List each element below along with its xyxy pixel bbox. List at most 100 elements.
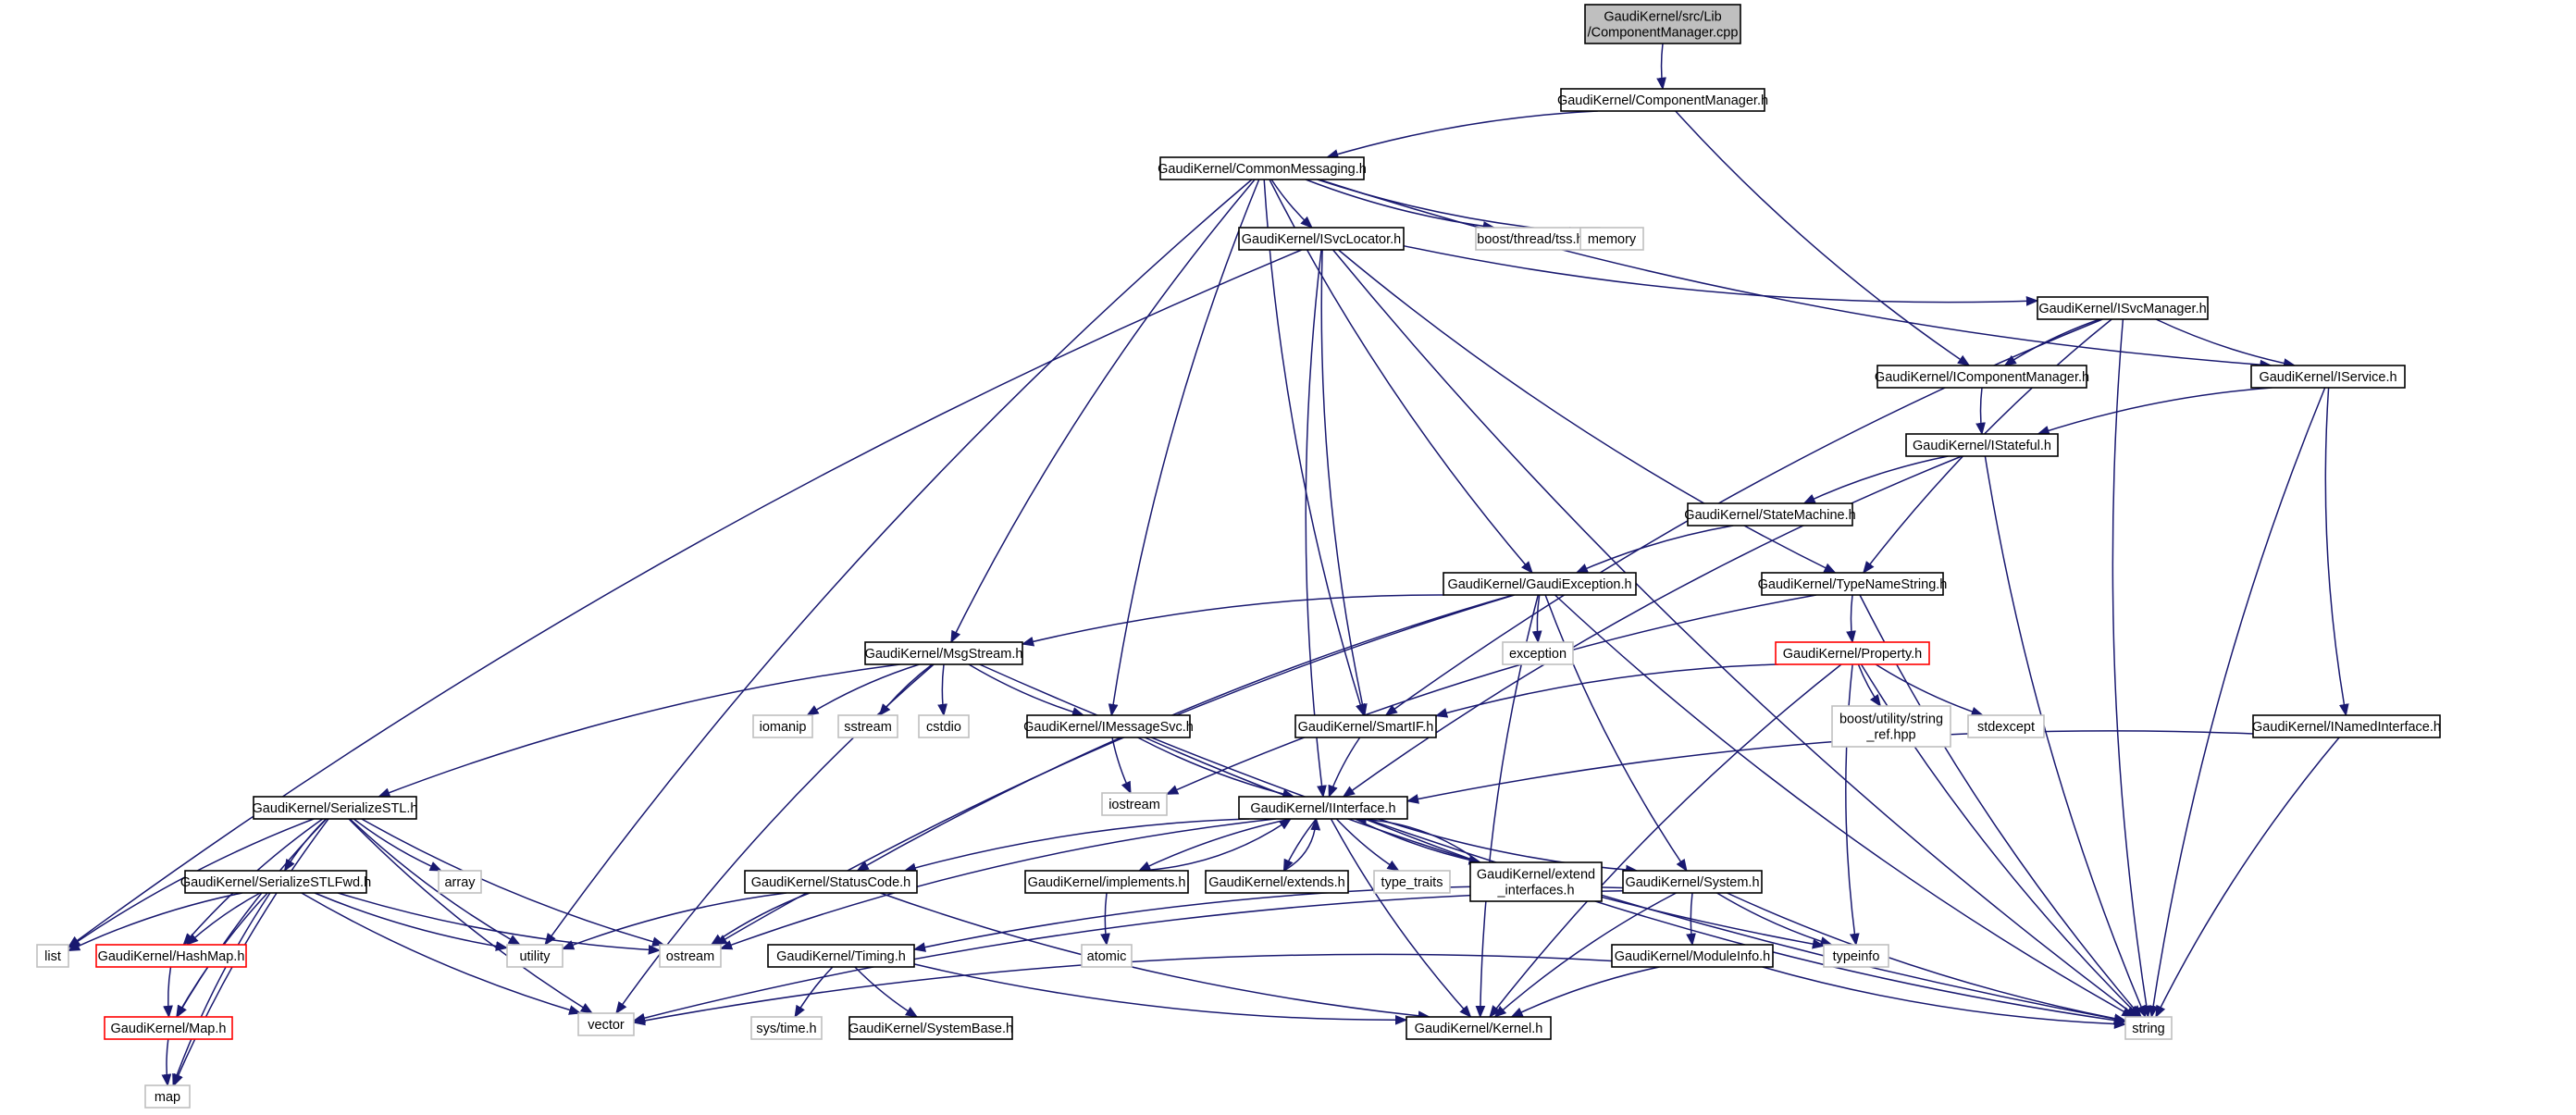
node-isvcloc[interactable]: GaudiKernel/ISvcLocator.h <box>1238 227 1405 251</box>
node-isvcmgr[interactable]: GaudiKernel/ISvcManager.h <box>2037 296 2209 320</box>
node-istateful[interactable]: GaudiKernel/IStateful.h <box>1905 433 2059 457</box>
edge-timing-to-kernel <box>913 963 1408 1025</box>
edge-layer <box>67 43 2349 1087</box>
edge-moduleinfo-to-string <box>1762 966 2127 1029</box>
node-atomic: atomic <box>1081 944 1133 968</box>
node-label-iservice-0: GaudiKernel/IService.h <box>2259 370 2396 385</box>
edge-isvcmgr-to-icompmgr <box>2003 318 2100 366</box>
node-layer: GaudiKernel/src/Lib/ComponentManager.cpp… <box>36 4 2441 1109</box>
node-label-smartif-0: GaudiKernel/SmartIF.h <box>1298 720 1434 735</box>
node-statemachine[interactable]: GaudiKernel/StateMachine.h <box>1684 502 1856 527</box>
node-implements[interactable]: GaudiKernel/implements.h <box>1024 870 1189 894</box>
node-box-memory <box>1579 227 1644 251</box>
edge-commsg-to-memory <box>1317 179 1582 237</box>
node-imsgsvc[interactable]: GaudiKernel/IMessageSvc.h <box>1023 714 1194 738</box>
node-box-extends <box>1205 870 1349 894</box>
edge-cm_cpp-to-cm_h <box>1656 43 1666 91</box>
node-label-map_h-0: GaudiKernel/Map.h <box>111 1022 227 1036</box>
node-cm_cpp[interactable]: GaudiKernel/src/Lib/ComponentManager.cpp <box>1584 4 1741 44</box>
edge-timing-to-systime <box>794 966 834 1019</box>
node-box-cm_h <box>1560 88 1765 112</box>
node-label-ostream-0: ostream <box>666 949 714 964</box>
node-memory: memory <box>1579 227 1644 251</box>
node-label-exception-0: exception <box>1509 647 1567 662</box>
edge-imsgsvc-to-iinterface <box>1137 737 1295 799</box>
node-label-typetraits-0: type_traits <box>1381 875 1443 890</box>
node-label-iomanip-0: iomanip <box>760 720 807 735</box>
edge-serstlfwd-to-utility <box>314 892 509 951</box>
node-box-kernel <box>1406 1016 1552 1040</box>
node-label-inamed-0: GaudiKernel/INamedInterface.h <box>2252 720 2441 735</box>
node-box-isvcloc <box>1238 227 1405 251</box>
node-box-sstream <box>837 714 898 738</box>
node-box-systime <box>750 1016 823 1040</box>
node-moduleinfo[interactable]: GaudiKernel/ModuleInfo.h <box>1611 944 1774 968</box>
node-cm_h[interactable]: GaudiKernel/ComponentManager.h <box>1557 88 1768 112</box>
node-extendif[interactable]: GaudiKernel/extend_interfaces.h <box>1469 861 1603 902</box>
node-property[interactable]: GaudiKernel/Property.h <box>1775 641 1930 665</box>
node-iinterface[interactable]: GaudiKernel/IInterface.h <box>1238 796 1408 820</box>
node-smartif[interactable]: GaudiKernel/SmartIF.h <box>1294 714 1437 738</box>
node-serstlfwd[interactable]: GaudiKernel/SerializeSTLFwd.h <box>180 870 371 894</box>
node-gexc[interactable]: GaudiKernel/GaudiException.h <box>1443 572 1637 596</box>
node-label-iostream-0: iostream <box>1108 798 1160 812</box>
node-label-map-0: map <box>155 1090 180 1105</box>
node-extends[interactable]: GaudiKernel/extends.h <box>1205 870 1349 894</box>
node-box-moduleinfo <box>1611 944 1774 968</box>
node-label-cm_h-0: GaudiKernel/ComponentManager.h <box>1557 93 1768 108</box>
edge-commsg-to-iservice <box>1319 179 2273 370</box>
node-box-typetraits <box>1373 870 1451 894</box>
node-box-system <box>1622 870 1763 894</box>
edge-iinterface-to-statuscode <box>903 818 1250 873</box>
node-timing[interactable]: GaudiKernel/Timing.h <box>767 944 915 968</box>
node-box-exception <box>1502 641 1574 665</box>
node-sysbase[interactable]: GaudiKernel/SystemBase.h <box>848 1016 1013 1040</box>
node-system[interactable]: GaudiKernel/System.h <box>1622 870 1763 894</box>
node-statuscode[interactable]: GaudiKernel/StatusCode.h <box>744 870 918 894</box>
node-map: map <box>144 1084 191 1109</box>
node-serstl[interactable]: GaudiKernel/SerializeSTL.h <box>253 796 418 820</box>
node-hashmap[interactable]: GaudiKernel/HashMap.h <box>95 944 247 968</box>
node-label-cstdio-0: cstdio <box>926 720 961 735</box>
edge-iinterface-to-extends <box>1282 818 1318 873</box>
node-label-msgstream-0: GaudiKernel/MsgStream.h <box>865 647 1023 662</box>
edge-implements-to-iinterface <box>1139 818 1293 872</box>
node-iservice[interactable]: GaudiKernel/IService.h <box>2250 365 2406 389</box>
node-inamed[interactable]: GaudiKernel/INamedInterface.h <box>2252 714 2441 738</box>
edge-commsg-to-tss <box>1305 179 1496 231</box>
edge-isvcloc-to-list <box>67 249 1303 948</box>
edge-gexc-to-system <box>1544 594 1688 873</box>
edge-isvcmgr-to-string <box>2112 318 2152 1019</box>
edge-system-to-kernel <box>1493 892 1677 1018</box>
edge-statuscode-to-utility <box>561 892 787 950</box>
edge-iservice-to-inamed <box>2324 387 2349 717</box>
edge-statemachine-to-gexc <box>1575 525 1734 574</box>
node-box-smartif <box>1294 714 1437 738</box>
node-typeinfo: typeinfo <box>1823 944 1889 968</box>
node-commsg[interactable]: GaudiKernel/CommonMessaging.h <box>1158 156 1367 180</box>
node-box-vector <box>577 1012 635 1036</box>
node-box-sysbase <box>848 1016 1013 1040</box>
node-icompmgr[interactable]: GaudiKernel/IComponentManager.h <box>1875 365 2089 389</box>
node-box-iservice <box>2250 365 2406 389</box>
node-label-isvcmgr-0: GaudiKernel/ISvcManager.h <box>2038 302 2206 316</box>
node-box-statuscode <box>744 870 918 894</box>
node-box-isvcmgr <box>2037 296 2209 320</box>
edge-statuscode-to-kernel <box>879 892 1431 1022</box>
edge-imsgsvc-to-iostream <box>1111 737 1132 795</box>
node-tss: boost/thread/tss.hpp <box>1475 227 1601 251</box>
node-box-utility <box>506 944 564 968</box>
edge-gexc-to-string <box>1554 594 2135 1018</box>
node-box-cm_cpp <box>1584 4 1741 44</box>
edge-commsg-to-msgstream <box>950 179 1256 644</box>
node-kernel[interactable]: GaudiKernel/Kernel.h <box>1406 1016 1552 1040</box>
node-label-cm_cpp-1: /ComponentManager.cpp <box>1588 26 1739 41</box>
node-msgstream[interactable]: GaudiKernel/MsgStream.h <box>864 641 1023 665</box>
node-box-iomanip <box>752 714 813 738</box>
edge-gexc-to-statuscode <box>856 594 1514 872</box>
node-box-string <box>2124 1016 2173 1040</box>
node-map_h[interactable]: GaudiKernel/Map.h <box>104 1016 233 1040</box>
node-typename[interactable]: GaudiKernel/TypeNameString.h <box>1758 572 1948 596</box>
edge-iservice-to-string <box>2148 387 2326 1019</box>
edge-isvcloc-to-string <box>1332 249 2138 1018</box>
